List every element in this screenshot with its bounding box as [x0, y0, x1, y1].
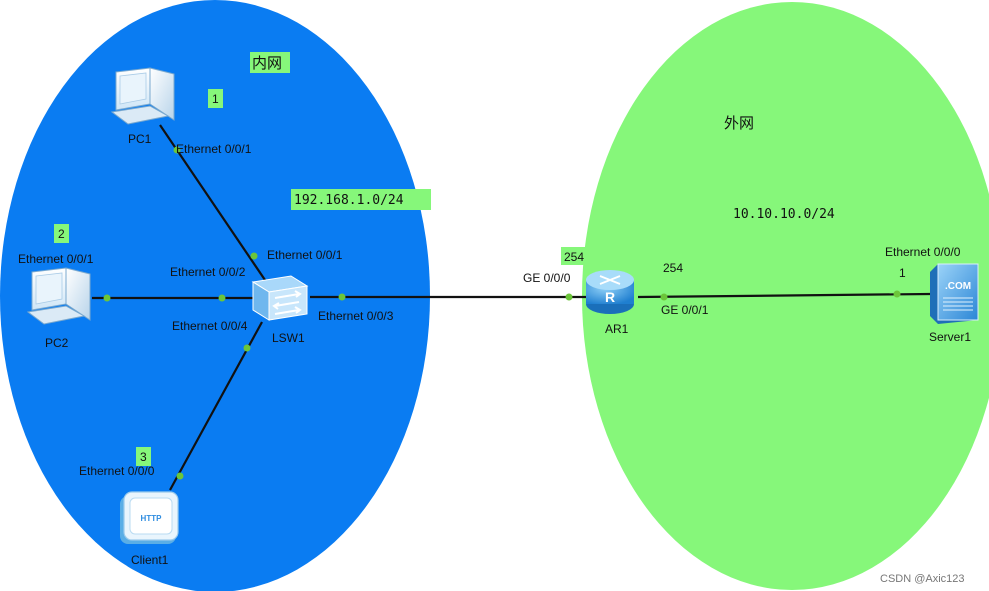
lsw1-port3-label: Ethernet 0/0/3 — [318, 309, 394, 323]
intranet-subnet: 192.168.1.0/24 — [294, 193, 404, 208]
pc-icon — [110, 67, 175, 125]
client1-device[interactable]: HTTP — [120, 491, 179, 544]
pc1-tag: 1 — [212, 92, 219, 106]
port-dot — [173, 146, 181, 154]
port-dot — [103, 294, 111, 302]
port-dot — [660, 293, 668, 301]
lsw1-label: LSW1 — [272, 331, 305, 345]
server1-tag: 1 — [899, 266, 906, 280]
pc1-port-label: Ethernet 0/0/1 — [176, 142, 252, 156]
intranet-subnet-box — [291, 189, 431, 210]
internet-subnet: 10.10.10.0/24 — [733, 207, 835, 222]
router-icon: R — [586, 270, 634, 314]
pc2-tag: 2 — [58, 227, 65, 241]
client1-label: Client1 — [131, 553, 169, 567]
pc1-tag-box — [208, 89, 223, 108]
port-dots — [103, 146, 901, 480]
internet-name: 外网 — [724, 114, 754, 132]
ar1-right-tag: 254 — [663, 261, 683, 275]
pc2-device[interactable] — [26, 267, 91, 325]
ar1-ge0-label: GE 0/0/0 — [523, 271, 571, 285]
intranet-name: 内网 — [252, 54, 282, 72]
port-dot — [243, 344, 251, 352]
port-dot — [565, 293, 573, 301]
lsw1-port4-label: Ethernet 0/0/4 — [172, 319, 248, 333]
ar1-left-tag: 254 — [564, 250, 584, 264]
server1-device[interactable]: .COM — [930, 263, 979, 324]
http-client-icon: HTTP — [120, 491, 179, 544]
server1-port-label: Ethernet 0/0/0 — [885, 245, 961, 259]
pc-icon — [26, 267, 91, 325]
server-icon: .COM — [930, 263, 979, 324]
switch-icon — [251, 275, 309, 321]
ar1-ge1-label: GE 0/0/1 — [661, 303, 709, 317]
pc1-device[interactable] — [110, 67, 175, 125]
svg-text:R: R — [605, 289, 615, 305]
pc1-label: PC1 — [128, 132, 152, 146]
ar1-label: AR1 — [605, 322, 629, 336]
pc2-port-label: Ethernet 0/0/1 — [18, 252, 94, 266]
port-dot — [893, 290, 901, 298]
lsw1-port2-label: Ethernet 0/0/2 — [170, 265, 246, 279]
link-ar1-server1 — [637, 292, 931, 299]
ar1-right-tag-box — [659, 258, 692, 277]
ar1-device[interactable]: R — [586, 270, 634, 314]
ar1-left-tag-box — [561, 247, 591, 265]
server1-label: Server1 — [929, 330, 971, 344]
watermark: CSDN @Axic123 — [880, 573, 965, 585]
client1-tag-box — [136, 447, 151, 466]
intranet-name-box — [250, 52, 290, 73]
http-badge: HTTP — [141, 514, 163, 523]
port-dot — [250, 252, 258, 260]
server-com-text: .COM — [945, 281, 971, 292]
client1-port-label: Ethernet 0/0/0 — [79, 464, 155, 478]
lsw1-device[interactable] — [251, 275, 309, 321]
port-dot — [338, 293, 346, 301]
pc2-tag-box — [54, 224, 69, 243]
intranet-zone — [0, 0, 430, 591]
port-dot — [176, 472, 184, 480]
lsw1-port1-label: Ethernet 0/0/1 — [267, 248, 343, 262]
pc2-label: PC2 — [45, 336, 69, 350]
client1-tag: 3 — [140, 450, 147, 464]
port-dot — [218, 294, 226, 302]
